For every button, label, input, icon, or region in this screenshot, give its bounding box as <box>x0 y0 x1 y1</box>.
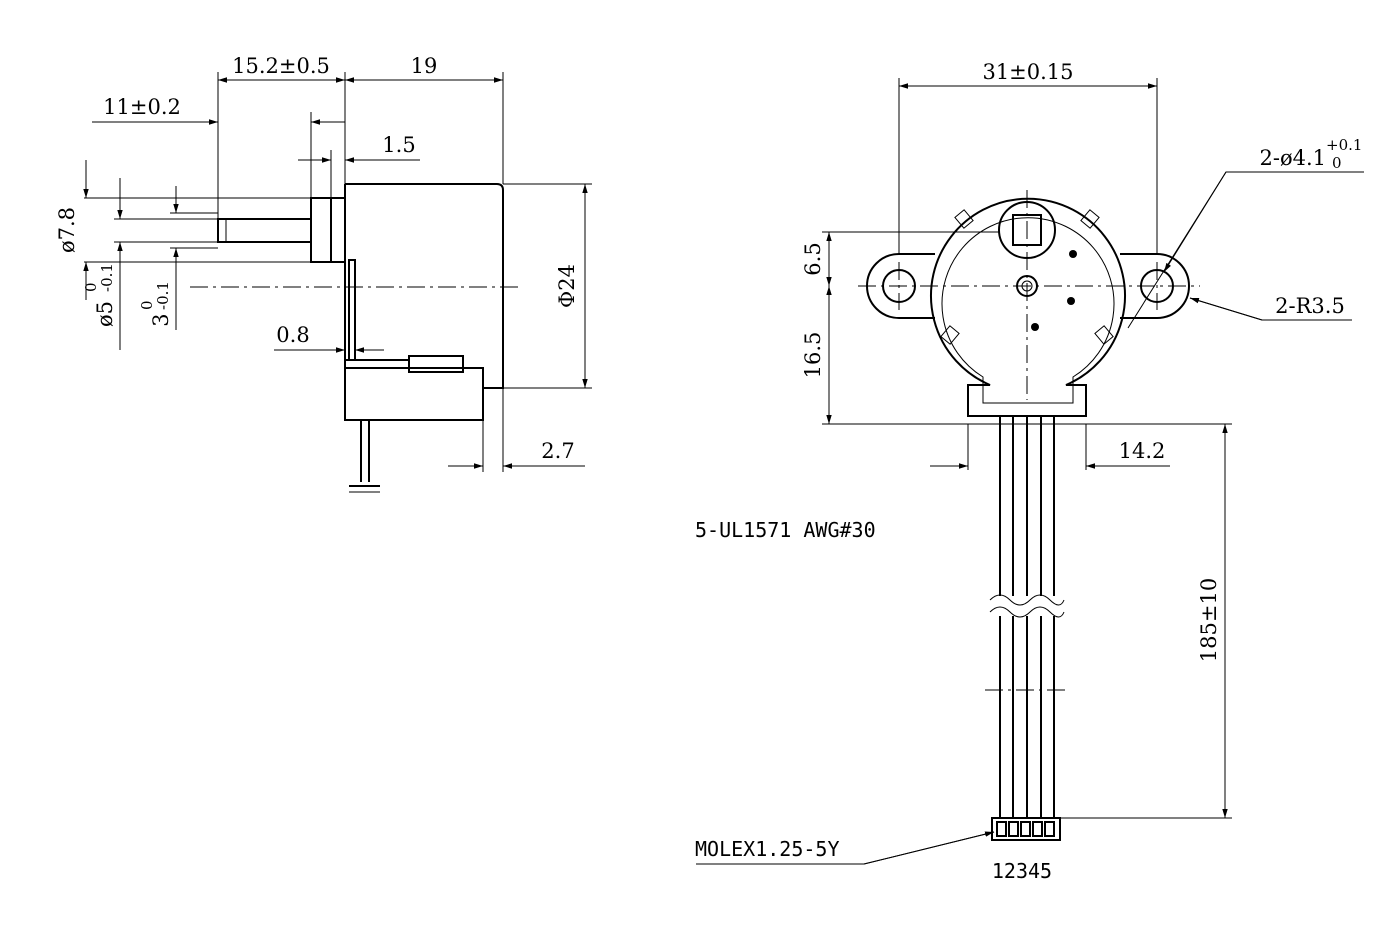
dim-flat: 3 <box>149 313 173 326</box>
dim-flat-tol-upper: 0 <box>138 300 156 310</box>
leads-side <box>349 420 380 493</box>
connector <box>991 817 1061 841</box>
dim-body-diameter-group: Φ24 <box>555 264 579 308</box>
output-shaft-front <box>998 201 1056 297</box>
dim-shaft-diameter-group: ø5 0 -0.1 <box>82 263 117 327</box>
dim-cable-length: 185±10 <box>1197 578 1221 662</box>
dim-shaft-offset-down: 16.5 <box>801 332 825 379</box>
dim-body-width: 19 <box>411 54 438 78</box>
connector-pin-numbers: 12345 <box>992 859 1052 883</box>
dim-hole-tol-lower: 0 <box>1332 154 1342 172</box>
dim-mount-spacing: 31±0.15 <box>982 60 1073 84</box>
dim-flange-thickness: 0.8 <box>276 323 309 347</box>
dim-boss-diameter: ø7.8 <box>55 207 79 253</box>
dim-hole-diameter: 2-ø4.1 <box>1260 146 1327 170</box>
boss-side <box>310 197 346 263</box>
dim-boss-length: 1.5 <box>382 133 415 157</box>
dim-flat-group: 3 0 -0.1 <box>138 281 173 327</box>
dim-shaft-diameter-tol-lower: -0.1 <box>98 263 116 292</box>
rivets <box>1031 250 1077 331</box>
dim-shaft-diameter: ø5 <box>93 301 117 327</box>
front-view: 31±0.15 2-ø4.1 +0.1 0 2-R3.5 14.2 6.5 16… <box>695 60 1364 883</box>
front-extension-lines <box>822 78 1232 819</box>
dim-ear-radius: 2-R3.5 <box>1275 294 1345 318</box>
shaft-side <box>217 218 312 243</box>
side-dimension-lines <box>83 77 588 469</box>
dim-shaft-diameter-tol-upper: 0 <box>82 282 100 292</box>
dim-shaft-offset: 15.2±0.5 <box>232 54 330 78</box>
dim-cable-length-group: 185±10 <box>1197 578 1221 662</box>
connector-spec-note: MOLEX1.25-5Y <box>695 837 840 861</box>
side-extension-lines <box>84 72 592 472</box>
front-dimension-lines <box>696 83 1364 865</box>
dim-shaft-offset-down-group: 16.5 <box>801 332 825 379</box>
motor-body-side <box>344 183 504 421</box>
dim-hole-tol-upper: +0.1 <box>1326 136 1362 154</box>
cable-spec-note: 5-UL1571 AWG#30 <box>695 518 876 542</box>
dim-shaft-offset-up: 6.5 <box>801 242 825 275</box>
side-view: 15.2±0.5 19 11±0.2 1.5 0.8 2.7 ø7.8 ø5 0… <box>55 54 592 493</box>
dim-shaft-offset-up-group: 6.5 <box>801 242 825 275</box>
dim-cable-exit-width: 14.2 <box>1119 439 1166 463</box>
dim-flat-tol-lower: -0.1 <box>154 281 172 310</box>
dim-boss-diameter-group: ø7.8 <box>55 207 79 253</box>
motor-body-front <box>930 197 1126 417</box>
dim-body-diameter: Φ24 <box>555 264 579 308</box>
dim-shaft-length: 11±0.2 <box>103 95 181 119</box>
cable <box>985 416 1070 818</box>
dim-cover-offset: 2.7 <box>541 439 574 463</box>
